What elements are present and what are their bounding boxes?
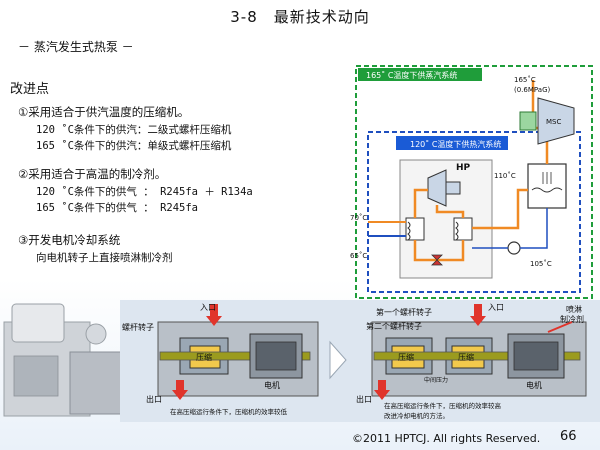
spray-label: 喷淋 bbox=[566, 304, 582, 314]
two-stage-caption-2: 改进冷却电机的方法。 bbox=[384, 411, 449, 420]
compressor-comparison-panel: 入口 出口 螺杆转子 压缩 电机 在高压缩运行条件下，压缩机的效率较低 入口 出… bbox=[3, 300, 600, 422]
outer-system-label: 165˚ C温度下供蒸汽系统 bbox=[366, 70, 457, 80]
single-stage-motor-label: 电机 bbox=[264, 380, 280, 390]
two-stage-compressor: 入口 出口 第一个螺杆转子 第二个螺杆转子 压缩 压缩 中间压力 电机 喷淋 制… bbox=[356, 303, 587, 420]
heat-pump-unit-photo bbox=[3, 303, 125, 417]
pressure-label: (0.6MPaG) bbox=[514, 86, 551, 94]
two-stage-outlet-arrow bbox=[374, 380, 390, 400]
mid-pressure-label: 中间压力 bbox=[424, 376, 448, 384]
two-stage-motor-label: 电机 bbox=[526, 380, 542, 390]
inner-system-header bbox=[396, 136, 508, 150]
steam-pipe-from-hp bbox=[472, 188, 528, 230]
flash-tank-water-icon bbox=[531, 187, 563, 193]
slide-subtitle: － 蒸汽发生式热泵 － bbox=[18, 40, 134, 54]
water-pipe-return bbox=[520, 208, 548, 249]
spray-refrigerant-label: 制冷剂 bbox=[560, 314, 584, 324]
section-heading: 改进点 bbox=[10, 82, 50, 97]
evaporator-coil-icon bbox=[407, 221, 411, 241]
temp-110-label: 110˚C bbox=[494, 172, 516, 180]
outer-system-header bbox=[358, 68, 482, 81]
flash-tank-spray-icon bbox=[542, 172, 552, 184]
comparison-arrow-icon bbox=[329, 340, 347, 380]
item-2-line-2: 165 ˚C条件下的供气 ： R245fa bbox=[36, 202, 199, 214]
single-stage-compressor: 入口 出口 螺杆转子 压缩 电机 在高压缩运行条件下，压缩机的效率较低 bbox=[122, 303, 319, 416]
hp-label: HP bbox=[456, 163, 471, 173]
msc-compressor-icon bbox=[537, 97, 575, 145]
refrigerant-loop bbox=[413, 188, 465, 262]
hp-motor-icon bbox=[445, 181, 461, 195]
page-number: 66 bbox=[560, 429, 577, 444]
item-1-line-2: 165 ˚C条件下的供汽：单级式螺杆压缩机 bbox=[36, 140, 232, 152]
single-stage-compress-label: 压缩 bbox=[196, 352, 212, 362]
second-rotor-label: 第二个螺杆转子 bbox=[366, 321, 422, 331]
single-stage-inlet-label: 入口 bbox=[200, 303, 216, 312]
flash-tank-icon bbox=[527, 163, 567, 209]
msc-motor-icon bbox=[519, 111, 537, 131]
second-stage-compress-label: 压缩 bbox=[458, 352, 474, 362]
item-3-head: ③开发电机冷却系统 bbox=[18, 233, 121, 247]
item-1-line-1: 120 ˚C条件下的供汽：二级式螺杆压缩机 bbox=[36, 124, 232, 136]
expansion-valve-icon bbox=[431, 254, 443, 266]
steam-system-diagram: 165˚ C温度下供蒸汽系统 120˚ C温度下供热汽系统 HP MSC 165… bbox=[350, 65, 593, 299]
single-stage-outlet-arrow bbox=[172, 380, 188, 400]
two-stage-caption-1: 在高压缩运行条件下，压缩机的效率较高 bbox=[384, 401, 502, 410]
first-stage-compress-label: 压缩 bbox=[398, 352, 414, 362]
single-stage-outlet-label: 出口 bbox=[146, 394, 162, 404]
hp-compressor-icon bbox=[427, 169, 447, 207]
two-stage-shaft bbox=[373, 351, 581, 361]
inner-system-label: 120˚ C温度下供热汽系统 bbox=[410, 139, 501, 149]
spray-arrow-icon bbox=[547, 321, 573, 333]
msc-label: MSC bbox=[546, 118, 561, 126]
item-2-head: ②采用适合于高温的制冷剂。 bbox=[18, 167, 167, 181]
two-stage-outlet-label: 出口 bbox=[356, 394, 372, 404]
single-stage-caption: 在高压缩运行条件下，压缩机的效率较低 bbox=[170, 407, 288, 416]
condenser-coil-icon bbox=[455, 221, 459, 241]
slide-title: 3-8 最新技术动向 bbox=[230, 8, 370, 26]
first-rotor-label: 第一个螺杆转子 bbox=[376, 307, 432, 317]
item-2-line-1: 120 ˚C条件下的供气 ： R245fa ＋ R134a bbox=[36, 186, 253, 198]
temp-105-label: 105˚C bbox=[530, 260, 552, 268]
item-1-head: ①采用适合于供汽温度的压缩机。 bbox=[18, 105, 190, 119]
single-stage-inlet-arrow bbox=[206, 304, 222, 326]
temp-65-label: 65˚C bbox=[350, 252, 367, 260]
inner-system-border bbox=[367, 131, 581, 293]
two-stage-inlet-label: 入口 bbox=[488, 303, 504, 312]
single-stage-shaft bbox=[159, 351, 311, 361]
copyright-text: ©2011 HPTCJ. All rights Reserved. bbox=[352, 432, 541, 445]
single-stage-rotor-label: 螺杆转子 bbox=[122, 322, 154, 332]
two-stage-inlet-arrow bbox=[470, 304, 486, 326]
temp-165-label: 165˚C bbox=[514, 76, 536, 84]
item-3-line-1: 向电机转子上直接喷淋制冷剂 bbox=[36, 252, 173, 264]
pump-icon bbox=[507, 241, 521, 255]
temp-70-label: 70˚C bbox=[350, 214, 367, 222]
